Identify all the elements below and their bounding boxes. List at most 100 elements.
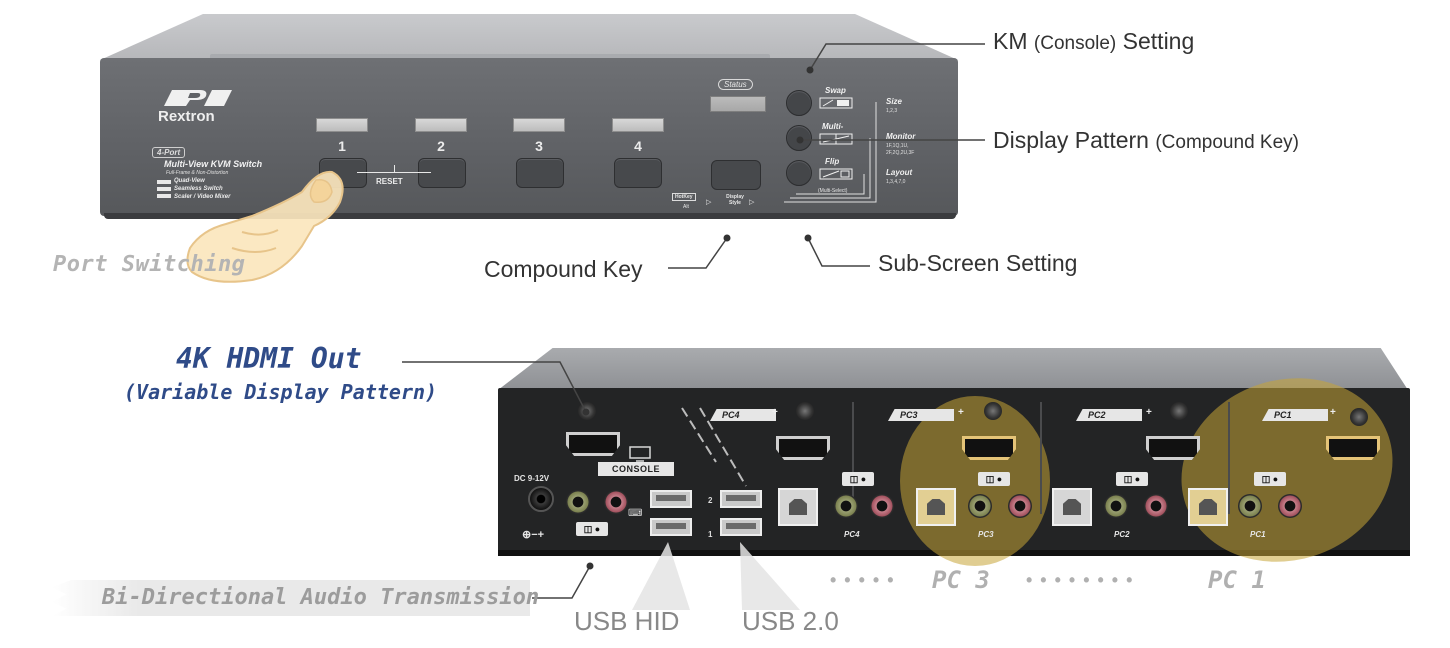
pc3-plus: +	[958, 407, 964, 418]
pc3-hdmi-port[interactable]	[962, 436, 1016, 460]
pc3-bottom-label: PC3	[978, 530, 994, 539]
dc-power-label: DC 9-12V	[514, 474, 550, 483]
usb-20-port-top[interactable]	[720, 490, 762, 508]
monitor-heading: Monitor	[886, 132, 916, 141]
pc1-screw	[1350, 408, 1368, 426]
usb-port-number-2: 2	[708, 496, 713, 505]
port-1-label: 1	[338, 138, 346, 154]
pc2-usb-b-port[interactable]	[1052, 488, 1092, 526]
audio-banner	[52, 580, 530, 616]
port-4-led	[612, 118, 664, 132]
front-unit-base	[104, 213, 956, 219]
display-style-button[interactable]	[711, 160, 761, 190]
console-hdmi-port[interactable]	[566, 432, 620, 456]
monitor-values-2: 2F,2Q,2U,3F	[886, 150, 915, 156]
model-title: Multi-View KVM Switch	[164, 159, 263, 169]
port-2-led	[415, 118, 467, 132]
pc3-headphone-jack[interactable]	[968, 494, 992, 518]
flip-button[interactable]	[786, 160, 812, 186]
port-1-led	[316, 118, 368, 132]
rextron-logo-icon	[164, 90, 232, 106]
pc2-audio-icon: ◫ ●	[1116, 472, 1148, 486]
pc4-screw	[796, 402, 814, 420]
port-3-led	[513, 118, 565, 132]
pc3-mic-jack[interactable]	[1008, 494, 1032, 518]
layout-heading: Layout	[886, 168, 913, 177]
port-4-label: 4	[634, 138, 642, 154]
pc1-plus: +	[1330, 407, 1336, 418]
reset-label: RESET	[376, 177, 403, 186]
pc2-hdmi-port[interactable]	[1146, 436, 1200, 460]
panel-divider	[1228, 402, 1230, 514]
usb-port-number-1: 1	[708, 530, 713, 539]
feature-scaler: Scaler / Video Mixer	[174, 194, 231, 200]
pc1-audio-icon: ◫ ●	[1254, 472, 1286, 486]
pc4-hdmi-port[interactable]	[776, 436, 830, 460]
pc4-mic-jack[interactable]	[870, 494, 894, 518]
reset-bracket-tick	[394, 165, 395, 173]
pc1-mic-jack[interactable]	[1278, 494, 1302, 518]
pc1-hdmi-port[interactable]	[1326, 436, 1380, 460]
hdmi-out-subtitle: (Variable Display Pattern)	[124, 380, 438, 404]
dc-power-jack[interactable]	[528, 486, 554, 512]
pc3-highlight	[900, 396, 1050, 566]
brand-name: Rextron	[158, 108, 215, 125]
console-mic-jack[interactable]	[604, 490, 628, 514]
pc4-headphone-jack[interactable]	[834, 494, 858, 518]
pc1-headphone-jack[interactable]	[1238, 494, 1262, 518]
pc2-mic-jack[interactable]	[1144, 494, 1168, 518]
panel-divider	[1040, 402, 1042, 514]
pc3-screw	[984, 402, 1002, 420]
hdmi-out-title: 4K HDMI Out	[176, 342, 362, 375]
multi-label: Multi-	[822, 122, 844, 131]
pointing-hand-icon	[186, 170, 344, 283]
pc4-tag: PC4	[710, 409, 776, 421]
dots-leader-1: •••••	[830, 570, 902, 590]
monitor-values-1: 1F,1Q,1U,	[886, 143, 909, 149]
pc4-audio-icon: ◫ ●	[842, 472, 874, 486]
swap-icon	[819, 97, 853, 109]
port-4-button[interactable]	[614, 158, 662, 188]
port-2-button[interactable]	[418, 158, 466, 188]
pc2-headphone-jack[interactable]	[1104, 494, 1128, 518]
pc1-bottom-label: PC1	[1250, 530, 1266, 539]
multi-select-label: (Multi-Select)	[818, 188, 848, 194]
swap-button[interactable]	[786, 90, 812, 116]
layout-values: 1,3,4,7,0	[886, 179, 906, 185]
pc3-usb-b-port[interactable]	[916, 488, 956, 526]
play-arrow-icon-2: ▷	[749, 199, 755, 206]
usb-hid-annotation: USB HID	[574, 606, 680, 636]
usb-hid-port-bottom[interactable]	[650, 518, 692, 536]
side-bracket-lines	[784, 102, 877, 203]
usb-hid-port-top[interactable]	[650, 490, 692, 508]
console-screw	[578, 402, 596, 420]
feature-quad-view: Quad-View	[174, 178, 205, 184]
panel-divider	[852, 402, 854, 514]
model-subtitle: Full-Frame & Non-Distortion	[166, 170, 229, 176]
multi-view-icon	[819, 133, 853, 145]
pc3-tag: PC3	[888, 409, 954, 421]
pc1-annotation: PC 1	[1208, 566, 1266, 594]
rear-unit-top	[498, 348, 1408, 390]
pc4-usb-b-port[interactable]	[778, 488, 818, 526]
console-headphone-jack[interactable]	[566, 490, 590, 514]
flip-label: Flip	[825, 157, 840, 166]
swap-label: Swap	[825, 86, 846, 95]
usb-20-port-bottom[interactable]	[720, 518, 762, 536]
pc2-screw	[1170, 402, 1188, 420]
pc1-usb-b-port[interactable]	[1188, 488, 1228, 526]
pc2-bottom-label: PC2	[1114, 530, 1130, 539]
keyboard-icon: ⌨	[628, 508, 643, 519]
pc2-plus: +	[1146, 407, 1152, 418]
console-label: CONSOLE	[598, 462, 674, 476]
console-audio-icon: ◫ ●	[576, 522, 608, 536]
port-switching-annotation: Port Switching	[53, 252, 246, 277]
compound-key-annotation: Compound Key	[484, 256, 643, 282]
pc3-annotation: PC 3	[932, 566, 990, 594]
port-3-button[interactable]	[516, 158, 564, 188]
pc2-tag: PC2	[1076, 409, 1142, 421]
feature-seamless-switch: Seamless Switch	[174, 186, 223, 192]
pc3-audio-icon: ◫ ●	[978, 472, 1010, 486]
port-2-label: 2	[437, 138, 445, 154]
flip-icon	[819, 168, 853, 180]
